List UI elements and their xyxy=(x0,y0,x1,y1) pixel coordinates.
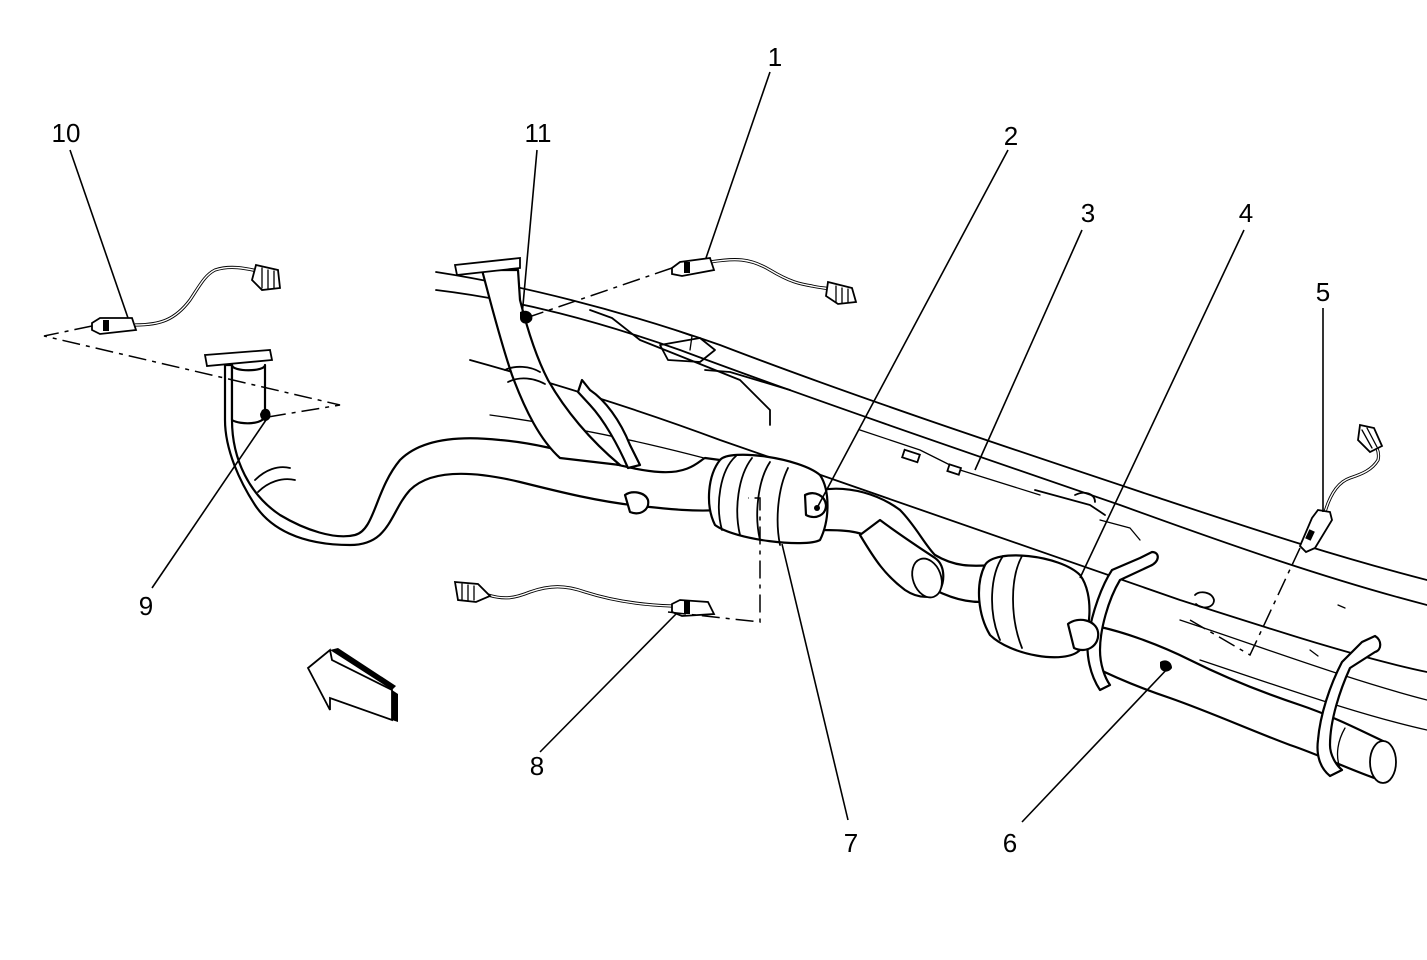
callout-2: 2 xyxy=(1004,121,1018,151)
leader-11 xyxy=(521,149,538,317)
frame-rail xyxy=(435,271,1427,731)
oxygen-sensor-8 xyxy=(453,581,716,617)
leader-7 xyxy=(781,543,849,821)
leader-9 xyxy=(151,419,267,589)
oxygen-sensor-1 xyxy=(671,257,858,305)
leader-10 xyxy=(69,149,129,319)
callout-6: 6 xyxy=(1003,828,1017,858)
catalytic-converter-rear xyxy=(977,554,1100,659)
catalytic-converter-front xyxy=(707,453,829,546)
leader-4 xyxy=(1079,229,1245,579)
callout-11: 11 xyxy=(525,118,552,148)
leader-2 xyxy=(816,149,1009,509)
oxygen-sensor-5 xyxy=(1298,423,1384,554)
leader-3 xyxy=(974,229,1083,471)
callout-1: 1 xyxy=(768,42,782,72)
leader-lines xyxy=(69,71,1324,823)
callout-labels: 1 2 3 4 5 6 7 8 9 10 11 xyxy=(52,42,1331,858)
leader-1 xyxy=(705,71,771,259)
callout-4: 4 xyxy=(1239,198,1253,228)
front-direction-arrow-icon xyxy=(306,648,398,722)
installation-lines xyxy=(43,267,1301,672)
callout-7: 7 xyxy=(844,828,858,858)
callout-5: 5 xyxy=(1316,277,1330,307)
oxygen-sensor-10 xyxy=(91,263,281,335)
callout-10: 10 xyxy=(52,118,81,148)
callout-8: 8 xyxy=(530,751,544,781)
leader-8 xyxy=(539,613,677,753)
callout-3: 3 xyxy=(1081,198,1095,228)
leader-6 xyxy=(1021,665,1171,823)
callout-9: 9 xyxy=(139,591,153,621)
